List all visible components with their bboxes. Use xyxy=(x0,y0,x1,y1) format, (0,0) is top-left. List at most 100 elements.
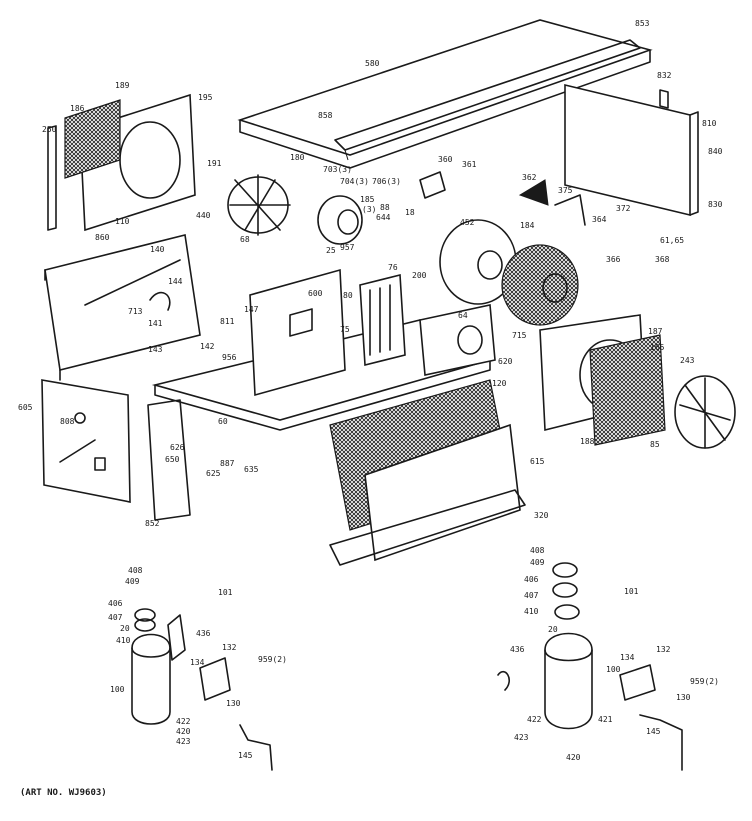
label: 130 xyxy=(676,693,691,702)
label: 410 xyxy=(116,636,131,645)
label: 180 xyxy=(290,153,305,162)
label: 200 xyxy=(412,271,427,280)
label: 360 xyxy=(438,155,453,164)
rear-housing xyxy=(564,83,699,217)
label: 145 xyxy=(238,751,253,760)
label: 85 xyxy=(650,440,660,449)
label: 76 xyxy=(388,263,398,272)
label: 88 xyxy=(380,203,390,212)
label: 959(2) xyxy=(258,655,287,664)
label: 372 xyxy=(616,204,631,213)
front-panel xyxy=(41,379,191,521)
label: 110 xyxy=(115,217,130,226)
label: 362 xyxy=(522,173,537,182)
label: 361 xyxy=(462,160,477,169)
label: 625 xyxy=(206,469,221,478)
label: (3) xyxy=(362,205,376,214)
label: 61,65 xyxy=(660,236,684,245)
label: 366 xyxy=(606,255,621,264)
label: 832 xyxy=(657,71,672,80)
label: 100 xyxy=(606,665,621,674)
label: 703(3) xyxy=(323,165,352,174)
label: 100 xyxy=(110,685,125,694)
label: 184 xyxy=(520,221,535,230)
label: 635 xyxy=(244,465,259,474)
label: 75 xyxy=(340,325,350,334)
blower-wheel xyxy=(439,219,579,326)
label: 626 xyxy=(170,443,185,452)
label: 189 xyxy=(115,81,130,90)
label: 80 xyxy=(343,291,353,300)
label: 195 xyxy=(198,93,213,102)
label: 644 xyxy=(376,213,391,222)
label: 423 xyxy=(514,733,529,742)
label: 64 xyxy=(458,311,468,320)
label: 420 xyxy=(176,727,191,736)
top-cover xyxy=(237,19,653,169)
condenser-fan xyxy=(227,174,363,245)
label: 18 xyxy=(405,208,415,217)
label: 421 xyxy=(598,715,613,724)
label: 368 xyxy=(655,255,670,264)
label: 410 xyxy=(524,607,539,616)
label: 409 xyxy=(125,577,140,586)
label: 408 xyxy=(530,546,545,555)
label: 808 xyxy=(60,417,75,426)
label: 600 xyxy=(308,289,323,298)
right-grille xyxy=(539,314,736,449)
label: 144 xyxy=(168,277,183,286)
label: 957 xyxy=(340,243,355,252)
compressor-right xyxy=(497,562,683,771)
label: 188 xyxy=(580,437,595,446)
label: 25 xyxy=(326,246,336,255)
label: 185 xyxy=(360,195,375,204)
label: 840 xyxy=(708,147,723,156)
label: 811 xyxy=(220,317,235,326)
label: 141 xyxy=(148,319,163,328)
label: 101 xyxy=(218,588,233,597)
label: 420 xyxy=(566,753,581,762)
label: 140 xyxy=(150,245,165,254)
label: 132 xyxy=(222,643,237,652)
label: 853 xyxy=(635,19,650,28)
left-side-wall xyxy=(44,234,201,381)
part-labels: 853 580 858 189 186 195 250 191 180 703(… xyxy=(18,19,723,762)
label: 650 xyxy=(165,455,180,464)
label: 959(2) xyxy=(690,677,719,686)
label: 120 xyxy=(492,379,507,388)
label: 436 xyxy=(196,629,211,638)
label: 615 xyxy=(530,457,545,466)
label: 830 xyxy=(708,200,723,209)
label: 134 xyxy=(190,658,205,667)
label: 858 xyxy=(318,111,333,120)
label: 452 xyxy=(460,218,475,227)
art-number-caption: (ART NO. WJ9603) xyxy=(20,788,107,798)
label: 887 xyxy=(220,459,235,468)
label: 852 xyxy=(145,519,160,528)
compressor-left xyxy=(131,608,273,771)
label: 956 xyxy=(222,353,237,362)
label: 187 xyxy=(648,327,663,336)
label: 147 xyxy=(244,305,259,314)
label: 620 xyxy=(498,357,513,366)
label: 143 xyxy=(148,345,163,354)
base-chassis xyxy=(151,268,496,431)
label: 440 xyxy=(196,211,211,220)
control-bracket xyxy=(419,171,586,226)
label: 134 xyxy=(620,653,635,662)
label: 810 xyxy=(702,119,717,128)
label: 101 xyxy=(624,587,639,596)
label: 422 xyxy=(527,715,542,724)
label: 20 xyxy=(548,625,558,634)
label: 130 xyxy=(226,699,241,708)
label: 250 xyxy=(42,125,57,134)
label: 407 xyxy=(108,613,123,622)
label: 20 xyxy=(120,624,130,633)
label: 364 xyxy=(592,215,607,224)
label: 406 xyxy=(108,599,123,608)
label: 407 xyxy=(524,591,539,600)
label: 436 xyxy=(510,645,525,654)
label: 704(3) xyxy=(340,177,369,186)
